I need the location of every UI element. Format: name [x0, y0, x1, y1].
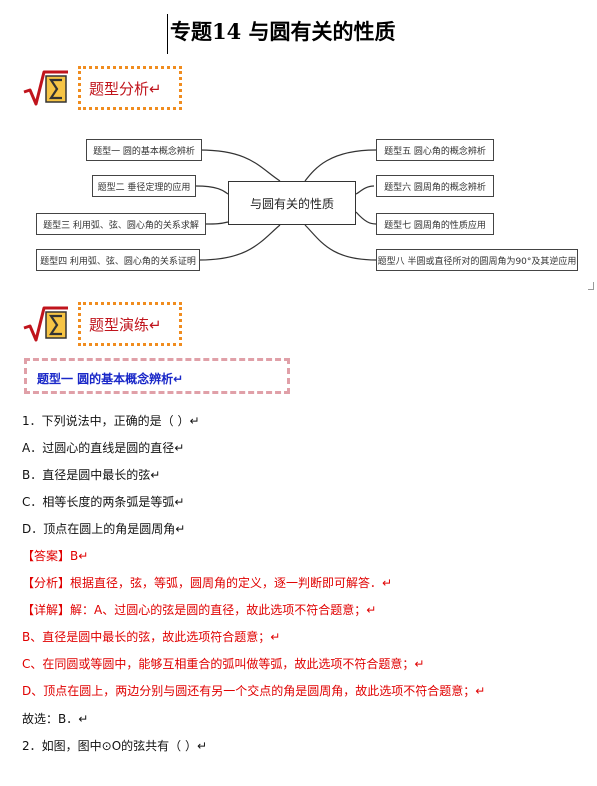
- option-a: A．过圆心的直线是圆的直径↵: [22, 441, 185, 455]
- text-cursor: [167, 14, 168, 54]
- question-1: 1．下列说法中，正确的是（ ）↵: [22, 414, 200, 428]
- option-b: B．直径是圆中最长的弦↵: [22, 468, 161, 482]
- topic-label: 题型一 圆的基本概念辨析↵: [37, 372, 184, 386]
- mindmap-node-type-7: 题型七 圆周角的性质应用: [376, 213, 494, 235]
- choice-line: 故选：B．↵: [22, 712, 89, 726]
- analysis-line: 【分析】根据直径，弦，等弧，圆周角的定义，逐一判断即可解答．↵: [22, 576, 393, 590]
- mindmap-node-type-6: 题型六 圆周角的概念辨析: [376, 175, 494, 197]
- mindmap-connectors: [195, 149, 377, 261]
- mindmap-node-type-4: 题型四 利用弧、弦、圆心角的关系证明: [36, 249, 200, 271]
- detail-line-b: B、直径是圆中最长的弦，故此选项符合题意；↵: [22, 630, 281, 644]
- topic-box: 题型一 圆的基本概念辨析↵: [24, 358, 290, 394]
- mindmap-center: 与圆有关的性质: [228, 181, 356, 225]
- mindmap-node-type-1: 题型一 圆的基本概念辨析: [86, 139, 202, 161]
- margin-corner-mark: [588, 282, 594, 290]
- mindmap-node-type-3: 题型三 利用弧、弦、圆心角的关系求解: [36, 213, 206, 235]
- page-title: 专题14 与圆有关的性质: [170, 19, 396, 44]
- section-practice-box: 题型演练↵: [78, 302, 182, 346]
- section-practice-label: 题型演练↵: [89, 315, 162, 334]
- option-d: D．顶点在圆上的角是圆周角↵: [22, 522, 186, 536]
- answer-line: 【答案】B↵: [22, 549, 89, 563]
- section-analysis-box: 题型分析↵: [78, 66, 182, 110]
- mindmap-node-type-2: 题型二 垂径定理的应用: [92, 175, 196, 197]
- sqrt-sigma-icon: [22, 68, 70, 108]
- detail-line-c: C、在同圆或等圆中，能够互相重合的弧叫做等弧，故此选项不符合题意；↵: [22, 657, 425, 671]
- option-c: C．相等长度的两条弧是等弧↵: [22, 495, 185, 509]
- sqrt-sigma-icon: [22, 304, 70, 344]
- section-analysis-label: 题型分析↵: [89, 79, 162, 98]
- mindmap-node-type-8: 题型八 半圆或直径所对的圆周角为90°及其逆应用: [376, 249, 578, 271]
- question-2: 2．如图，图中⊙O的弦共有（ ）↵: [22, 739, 208, 753]
- detail-line-d: D、顶点在圆上，两边分别与圆还有另一个交点的角是圆周角，故此选项不符合题意；↵: [22, 684, 486, 698]
- mindmap-node-type-5: 题型五 圆心角的概念辨析: [376, 139, 494, 161]
- mindmap: 题型一 圆的基本概念辨析 题型二 垂径定理的应用 题型三 利用弧、弦、圆心角的关…: [30, 128, 582, 278]
- detail-line-a: 【详解】解：A、过圆心的弦是圆的直径，故此选项不符合题意；↵: [22, 603, 377, 617]
